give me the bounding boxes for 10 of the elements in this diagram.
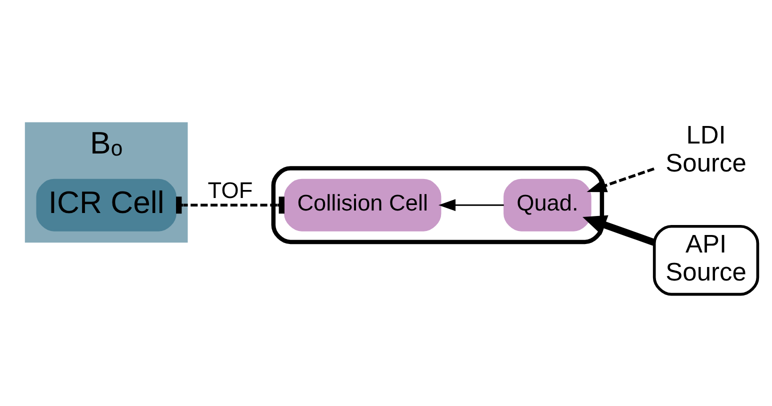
node-box: Quad. [504, 178, 592, 232]
arrow [438, 199, 504, 212]
node-box: ICR Cell [36, 178, 176, 232]
arrow [582, 215, 656, 246]
node-box: API Source [652, 224, 760, 296]
node-text: LDI Source [666, 121, 746, 178]
arrow [586, 167, 654, 192]
edge-label: TOF [208, 176, 253, 203]
cluster [271, 166, 604, 244]
node-box: Collision Cell [284, 178, 442, 232]
